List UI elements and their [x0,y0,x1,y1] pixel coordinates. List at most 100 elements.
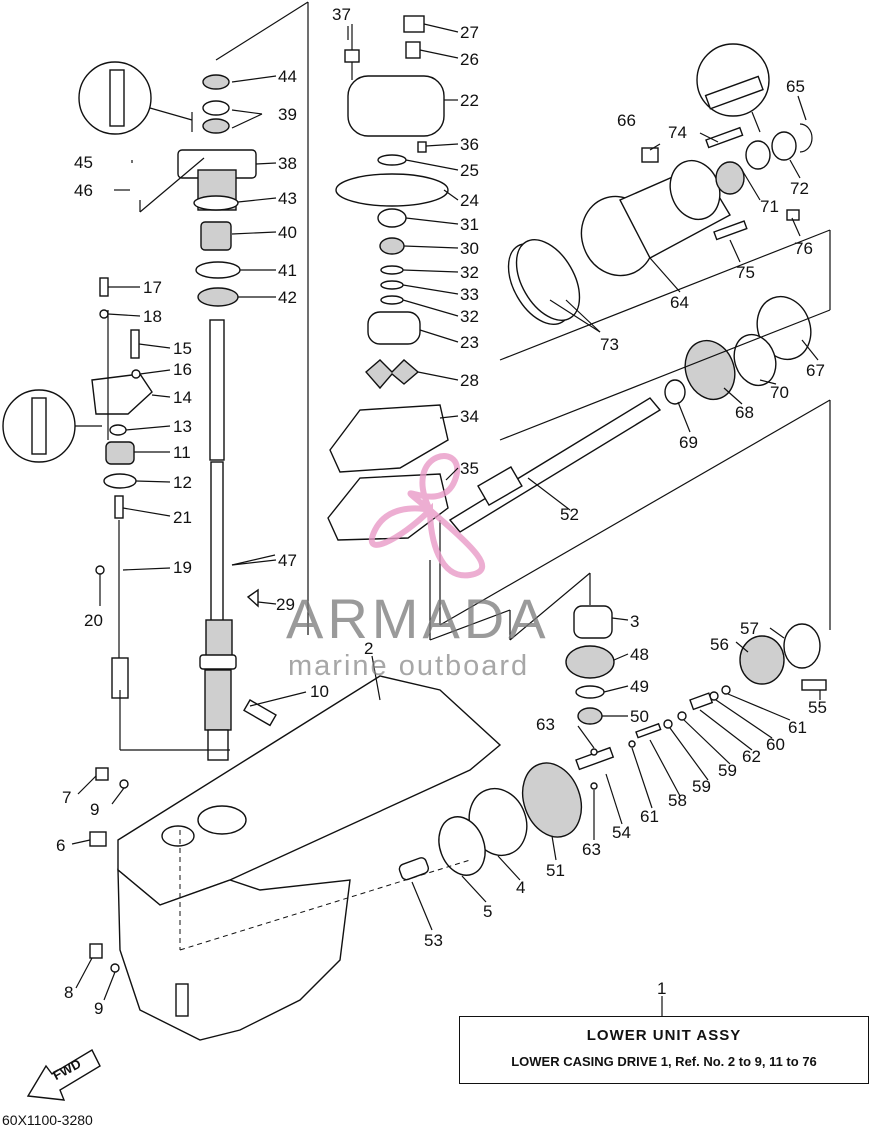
callout-49: 49 [630,677,649,696]
callout-55: 55 [808,698,827,717]
callout-56: 56 [710,635,729,654]
fwd-arrow-icon [26,1049,101,1101]
callout-7: 7 [62,788,71,807]
callout-54: 54 [612,823,631,842]
watermark-logo [368,453,486,579]
callout-2: 2 [364,639,373,658]
callout-32: 32 [460,263,479,282]
watermark-brand: ARMADA [286,587,550,650]
callout-58: 58 [668,791,687,810]
callout-53: 53 [424,931,443,950]
callout-60: 60 [766,735,785,754]
callout-30: 30 [460,239,479,258]
grease-symbol [78,61,193,135]
leader-lines [71,23,821,1016]
callout-65: 65 [786,77,805,96]
propeller-shaft-group [439,397,831,630]
document-code: 60X1100-3280 [2,1112,93,1128]
callout-57: 57 [740,619,759,638]
callout-18: 18 [143,307,162,326]
callout-73: 73 [600,335,619,354]
shift-rod-group [91,277,153,699]
callout-43: 43 [278,189,297,208]
callout-14: 14 [173,388,192,407]
callout-42: 42 [278,288,297,307]
callout-6: 6 [56,836,65,855]
callout-12: 12 [173,473,192,492]
callout-5: 5 [483,902,492,921]
callout-45: 45 [74,153,93,172]
callout-52: 52 [560,505,579,524]
assembly-title: LOWER UNIT ASSY [586,1027,742,1044]
drive-shaft-group [139,1,309,761]
callout-25: 25 [460,161,479,180]
callout-31: 31 [460,215,479,234]
callout-21: 21 [173,508,192,527]
callout-75: 75 [736,263,755,282]
callout-8: 8 [64,983,73,1002]
callout-13: 13 [173,417,192,436]
callout-40: 40 [278,223,297,242]
callout-51: 51 [546,861,565,880]
callout-28: 28 [460,371,479,390]
callout-63b: 63 [582,840,601,859]
assembly-subtitle: LOWER CASING DRIVE 1, Ref. No. 2 to 9, 1… [511,1054,817,1069]
callout-3: 3 [630,612,639,631]
callout-61: 61 [640,807,659,826]
callout-9: 9 [90,800,99,819]
callout-48: 48 [630,645,649,664]
callout-27: 27 [460,23,479,42]
callout-37: 37 [332,5,351,24]
propeller-shaft-housing-group [499,123,831,441]
assembly-legend-box: LOWER UNIT ASSY LOWER CASING DRIVE 1, Re… [459,1016,869,1084]
callout-29: 29 [276,595,295,614]
callout-66: 66 [617,111,636,130]
callout-4: 4 [516,878,525,897]
callout-64: 64 [670,293,689,312]
callout-1: 1 [657,979,666,998]
callout-34: 34 [460,407,479,426]
callout-74: 74 [668,123,687,142]
watermark-tagline: marine outboard [288,650,530,682]
callout-67: 67 [806,361,825,380]
callout-71: 71 [760,197,779,216]
callout-17: 17 [143,278,162,297]
callout-38: 38 [278,154,297,173]
grease-symbol [2,389,102,463]
callout-20: 20 [84,611,103,630]
callout-35: 35 [460,459,479,478]
grease-symbol [696,43,770,133]
callout-61b: 61 [788,718,807,737]
callout-69: 69 [679,433,698,452]
callout-16: 16 [173,360,192,379]
callout-10: 10 [310,682,329,701]
callout-22: 22 [460,91,479,110]
callout-23: 23 [460,333,479,352]
callout-70: 70 [770,383,789,402]
callout-47: 47 [278,551,297,570]
callout-76: 76 [794,239,813,258]
callout-59b: 59 [718,761,737,780]
callout-33: 33 [460,285,479,304]
water-pump-group [307,15,449,635]
callout-63: 63 [536,715,555,734]
callout-numbers: 1 2 3 4 5 6 7 8 9 9 10 11 12 13 14 15 16… [56,5,827,1018]
callout-68: 68 [735,403,754,422]
callout-19: 19 [173,558,192,577]
callout-9b: 9 [94,999,103,1018]
callout-50: 50 [630,707,649,726]
callout-24: 24 [460,191,479,210]
callout-44: 44 [278,67,297,86]
callout-36: 36 [460,135,479,154]
callout-39: 39 [278,105,297,124]
callout-62: 62 [742,747,761,766]
callout-11: 11 [173,443,191,462]
callout-72: 72 [790,179,809,198]
lower-casing-group [89,560,591,1041]
callout-26: 26 [460,50,479,69]
callout-32b: 32 [460,307,479,326]
callout-15: 15 [173,339,192,358]
callout-46: 46 [74,181,93,200]
gears-group [398,605,827,881]
